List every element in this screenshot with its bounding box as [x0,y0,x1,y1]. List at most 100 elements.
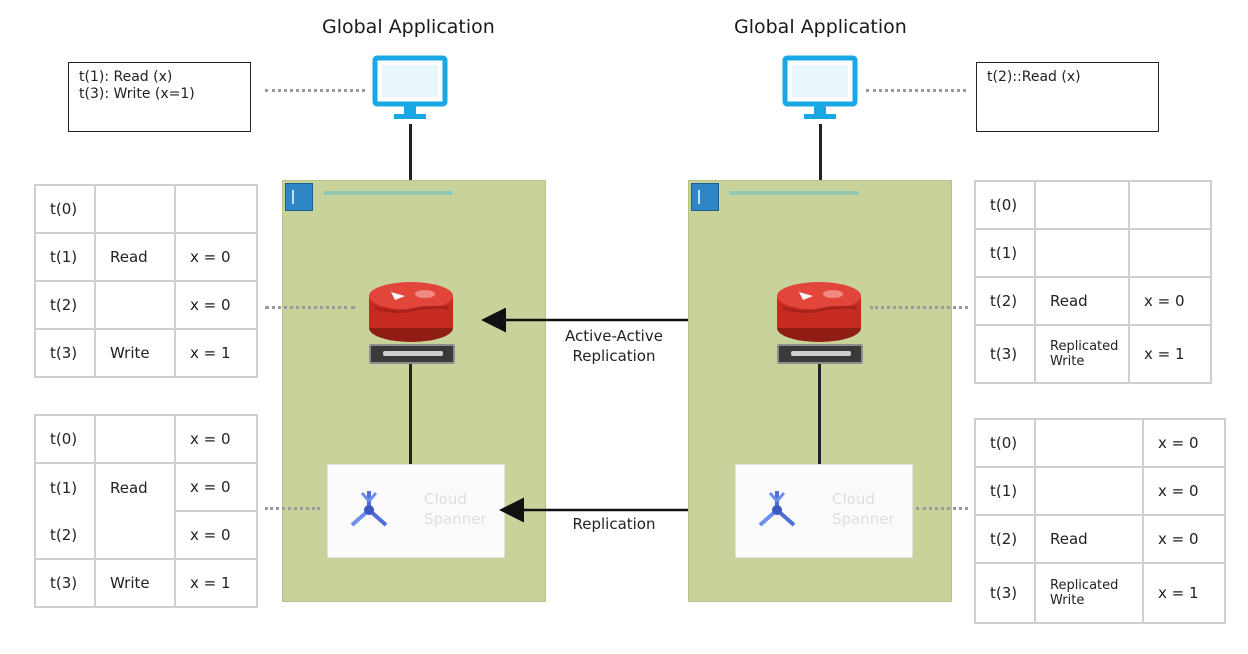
table-row: t(1) Read x = 0 [34,232,258,282]
table-cell: Read [1034,514,1144,564]
table-cell: x = 1 [1128,324,1212,384]
table-cell: x = 0 [174,462,258,512]
table-cell: Read [94,232,176,282]
table-cell: Write [94,558,176,608]
left-monitor-link [409,124,412,181]
table-cell: t(0) [34,184,96,234]
table-row: t(0) x = 0 [34,414,258,464]
table-row: t(2) Read x = 0 [974,276,1212,326]
table-cell: Read [1034,276,1130,326]
table-cell: t(2) [34,511,96,560]
table-cell [94,414,176,464]
table-cell [1034,228,1130,278]
left-region-icon [285,183,313,211]
right-db-table-connector [916,507,968,510]
left-spanner-label-line: Spanner [424,510,487,528]
table-cell: x = 0 [174,414,258,464]
table-cell: x = 1 [174,558,258,608]
table-cell: x = 1 [174,328,258,378]
left-note-connector [265,89,365,92]
table-row: t(2) x = 0 [34,280,258,330]
table-cell: t(2) [974,514,1036,564]
table-row: t(3) Replicated Write x = 1 [974,562,1226,624]
table-cell: x = 0 [1142,514,1226,564]
table-cell [94,511,176,560]
table-cell: x = 0 [1142,466,1226,516]
table-cell: t(0) [974,418,1036,468]
right-region-label [729,187,879,199]
table-cell: x = 1 [1142,562,1226,624]
table-cell: Read [94,462,176,511]
table-cell [1128,228,1212,278]
table-row: t(1) x = 0 [974,466,1226,516]
right-app-title: Global Application [734,16,907,38]
table-cell: Write [94,328,176,378]
db-replication-label: Replication [572,515,656,533]
left-cache-label [369,344,455,364]
table-row: t(2) Read x = 0 [974,514,1226,564]
table-row: t(3) Replicated Write x = 1 [974,324,1212,384]
left-db-table-connector [265,507,320,510]
table-cell [1128,180,1212,230]
table-cell: x = 0 [1128,276,1212,326]
table-cell [1034,466,1144,516]
table-cell: Replicated Write [1034,324,1130,384]
table-row: t(3) Write x = 1 [34,558,258,608]
table-cell: t(3) [974,562,1036,624]
table-cell: x = 0 [1142,418,1226,468]
left-cache-icon [369,282,453,342]
cache-replication-label: Active-Active Replication [558,326,670,366]
table-cell: t(2) [34,280,96,330]
table-row: t(1) [974,228,1212,278]
right-region-icon [691,183,719,211]
table-row: t(0) [974,180,1212,230]
table-cell: t(1) [34,232,96,282]
right-monitor-link [819,124,822,181]
left-app-title: Global Application [322,16,495,38]
table-cell [94,280,176,330]
right-spanner-label-line: Spanner [832,510,895,528]
table-cell: Replicated Write [1034,562,1144,624]
left-spanner-label: Cloud Spanner [424,489,487,529]
table-cell: t(0) [974,180,1036,230]
cache-replication-label-line: Replication [572,347,656,365]
table-row: t(2) x = 0 [34,510,258,560]
table-cell: x = 0 [174,280,258,330]
right-spanner-icon [758,491,796,527]
table-cell [94,184,176,234]
table-row: t(1) Read x = 0 [34,462,258,512]
table-cell: t(3) [34,328,96,378]
left-spanner-label-line: Cloud [424,490,467,508]
table-cell: x = 0 [174,510,258,560]
table-cell: t(3) [974,324,1036,384]
left-spanner-icon [350,491,388,527]
table-cell: x = 0 [174,232,258,282]
table-row: t(0) x = 0 [974,418,1226,468]
left-op-note-line: t(1): Read (x) [79,69,173,85]
right-op-note-line: t(2)::Read (x) [987,69,1081,85]
table-cell: t(3) [34,558,96,608]
right-note-connector [866,89,966,92]
right-cache-table: t(0) t(1) t(2) Read x = 0 t(3) Replicate… [974,180,1212,384]
table-row: t(0) [34,184,258,234]
right-cache-db-link [818,364,821,464]
right-cache-label [777,344,863,364]
left-region-label [323,187,473,199]
table-row: t(3) Write x = 1 [34,328,258,378]
right-monitor-icon [782,55,858,119]
right-op-note: t(2)::Read (x) [976,62,1159,132]
right-spanner-card: Cloud Spanner [735,464,913,558]
right-cache-table-connector [870,306,968,309]
table-cell [1034,180,1130,230]
left-cache-db-link [409,364,412,464]
cache-replication-label-line: Active-Active [565,327,663,345]
table-cell [1034,418,1144,468]
left-cache-table-connector [265,306,355,309]
table-cell: t(1) [974,466,1036,516]
left-op-note-line: t(3): Write (x=1) [79,86,195,102]
table-cell: t(0) [34,414,96,464]
right-db-table: t(0) x = 0 t(1) x = 0 t(2) Read x = 0 t(… [974,418,1226,624]
table-cell [174,184,258,234]
left-cache-table: t(0) t(1) Read x = 0 t(2) x = 0 t(3) Wri… [34,184,258,378]
left-monitor-icon [372,55,448,119]
